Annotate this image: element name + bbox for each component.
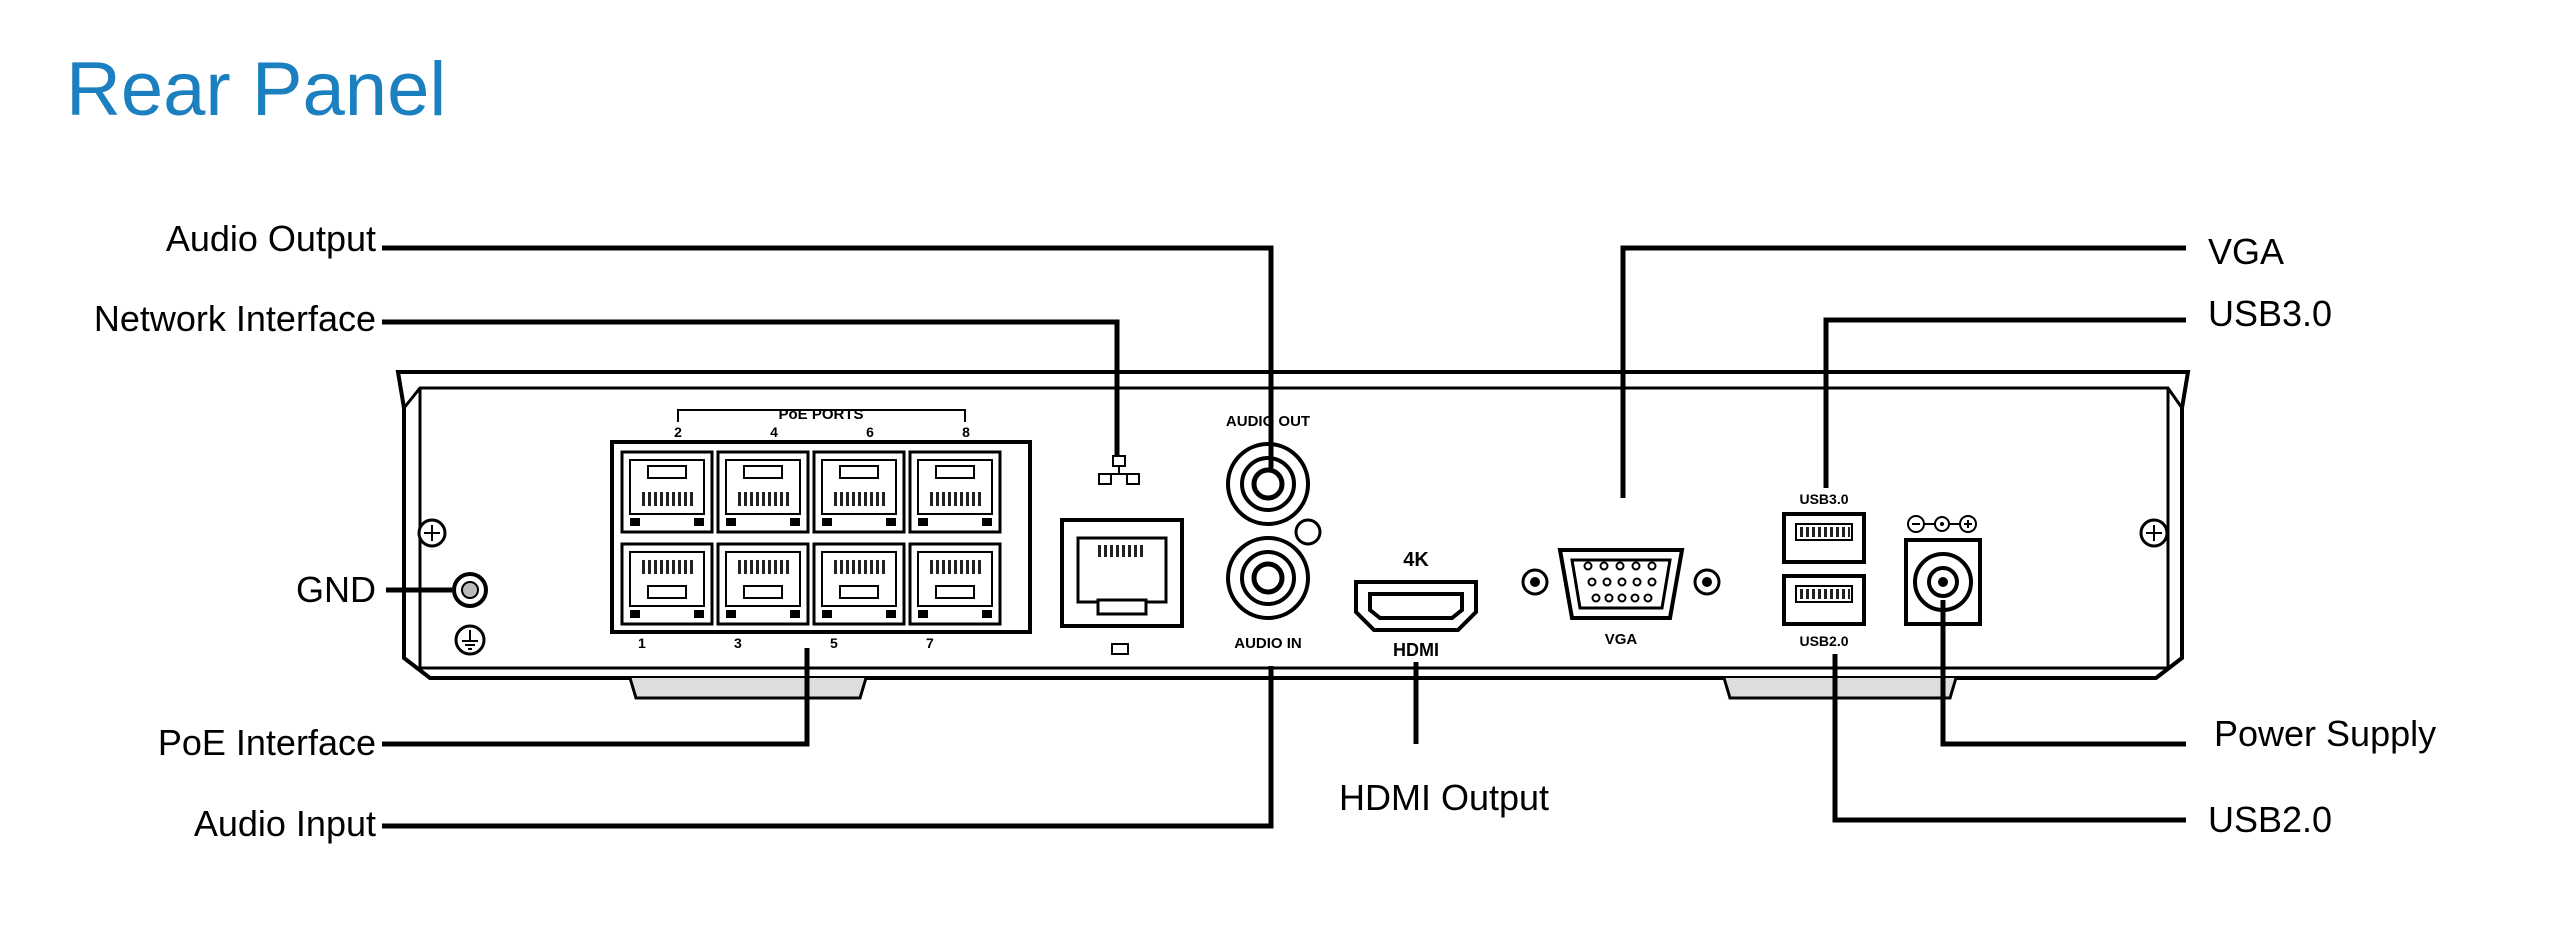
port-number: 8: [962, 424, 970, 440]
port-number: 7: [926, 635, 934, 651]
audio-out-jack: AUDIO OUT: [1226, 413, 1322, 546]
port-number: 2: [674, 424, 682, 440]
leader-audio-input: [382, 666, 1274, 829]
callout-usb2: USB2.0: [2208, 799, 2332, 840]
audio-out-label: AUDIO OUT: [1226, 413, 1310, 430]
leader-audio-output: [382, 245, 1274, 468]
poe-port: [812, 450, 906, 534]
page-title: Rear Panel: [66, 47, 447, 132]
port-number: 3: [734, 635, 742, 651]
poe-port: [716, 450, 810, 534]
ground-icon: [454, 624, 486, 656]
callout-audio-input: Audio Input: [194, 803, 376, 844]
usb3-port-label: USB3.0: [1799, 491, 1848, 507]
callout-usb3: USB3.0: [2208, 293, 2332, 334]
poe-port: [620, 542, 714, 626]
poe-port: [716, 542, 810, 626]
four-k-label: 4K: [1403, 549, 1429, 571]
usb2-port-label: USB2.0: [1799, 633, 1848, 649]
vga-pin: [1632, 577, 1642, 587]
callout-audio-output: Audio Output: [166, 218, 376, 259]
vga-pin: [1647, 561, 1657, 571]
leader-power-supply: [1940, 600, 2186, 747]
vga-pin: [1604, 593, 1614, 603]
poe-port: [908, 450, 1002, 534]
vga-pin: [1617, 593, 1627, 603]
poe-port: [812, 542, 906, 626]
vga-pin: [1647, 577, 1657, 587]
poe-ports-block: PoE PORTS 2 4 6 8 1 3 5 7: [610, 406, 1032, 651]
audio-in-jack: AUDIO IN: [1226, 536, 1310, 652]
vga-pin: [1583, 561, 1593, 571]
hdmi-label: HDMI: [1393, 640, 1439, 660]
audio-in-label: AUDIO IN: [1234, 635, 1302, 652]
vga-pin: [1630, 593, 1640, 603]
port-number: 5: [830, 635, 838, 651]
usb2-port: USB2.0: [1782, 574, 1866, 649]
vga-pin: [1615, 561, 1625, 571]
leader-lines: [382, 245, 2186, 829]
callout-vga: VGA: [2208, 231, 2284, 272]
callout-hdmi-output: HDMI Output: [1339, 777, 1549, 818]
vga-pin: [1602, 577, 1612, 587]
mounting-screw-left: [417, 518, 447, 548]
callout-power-supply: Power Supply: [2214, 713, 2436, 754]
polarity-icon: [1907, 515, 1977, 533]
usb3-port: USB3.0: [1782, 491, 1866, 564]
port-number: 4: [770, 424, 778, 440]
callout-gnd: GND: [296, 569, 376, 610]
vga-pin: [1631, 561, 1641, 571]
vga-pin: [1591, 593, 1601, 603]
poe-ports-label: PoE PORTS: [778, 406, 863, 423]
power-jack: [1904, 515, 1982, 626]
vga-pin: [1617, 577, 1627, 587]
gnd-terminal: [452, 572, 488, 608]
leader-usb3: [1823, 317, 2186, 488]
mounting-screw-right: [2139, 518, 2169, 548]
vga-port-label: VGA: [1605, 631, 1638, 648]
vga-port: VGA: [1521, 548, 1721, 648]
vga-pin: [1587, 577, 1597, 587]
vga-pin: [1643, 593, 1653, 603]
leader-usb2: [1832, 654, 2186, 823]
poe-port: [620, 450, 714, 534]
port-number: 1: [638, 635, 646, 651]
vga-pin: [1599, 561, 1609, 571]
leader-poe-interface: [382, 648, 810, 747]
poe-port: [908, 542, 1002, 626]
callout-poe-interface: PoE Interface: [158, 722, 376, 763]
callout-labels: Audio Output Network Interface GND PoE I…: [94, 218, 2436, 844]
callout-network-interface: Network Interface: [94, 298, 376, 339]
port-number: 6: [866, 424, 874, 440]
hdmi-port: 4K HDMI: [1354, 549, 1478, 660]
network-port: [1060, 455, 1184, 655]
leader-network-interface: [382, 319, 1120, 456]
leader-vga: [1620, 245, 2186, 498]
